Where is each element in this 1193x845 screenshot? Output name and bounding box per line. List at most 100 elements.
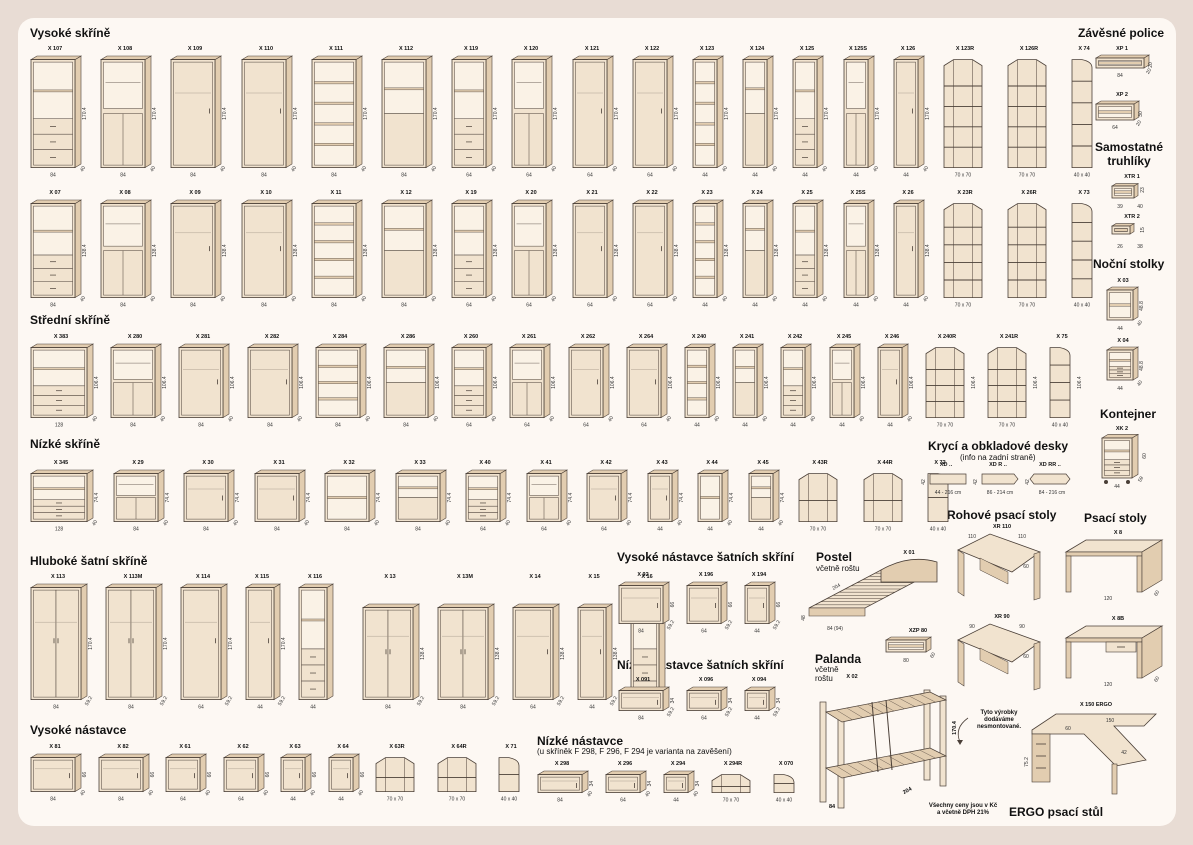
bunk-post [819, 701, 827, 803]
cabinet-top [451, 199, 494, 204]
item-width: 84 [50, 173, 56, 179]
item-width: 84 [638, 629, 644, 635]
item-height: 42 [921, 479, 927, 485]
item-height: 74.4 [94, 493, 100, 503]
item-width: 84 [344, 527, 350, 533]
item-width: 40 x 40 [776, 798, 793, 804]
item-code: X 112 [399, 46, 413, 52]
cabinet-side [853, 343, 860, 419]
item-code: X 25S [850, 190, 865, 196]
item-height: 74.4 [568, 493, 574, 503]
cabinet-side [660, 343, 668, 419]
item-code: XD RR .. [1039, 462, 1061, 468]
item-depth: 40 [228, 415, 236, 423]
item-height: 106.4 [716, 376, 722, 389]
cabinet-interior [896, 205, 916, 296]
item-height: 20 [1148, 62, 1154, 68]
cabinet-top [29, 583, 89, 588]
item-depth: 40 [490, 415, 498, 423]
item-code: X 14 [529, 574, 541, 580]
cabinet-top [451, 343, 494, 348]
item-height: 74.4 [376, 493, 382, 503]
item-code: X 8B [1112, 616, 1124, 622]
item-height: 106.4 [909, 376, 915, 389]
item-code: X 345 [54, 460, 68, 466]
cabinet-side [425, 199, 433, 299]
cabinet-side [273, 583, 281, 701]
cabinet-side [359, 343, 367, 419]
item-code: X 64R [451, 744, 466, 750]
item-code: X 41 [540, 460, 551, 466]
cabinet-interior [454, 349, 484, 416]
item-width: 84 [130, 423, 136, 429]
cabinet-interior [33, 205, 73, 296]
item-code: X 126 [901, 46, 915, 52]
item-depth: 59.2 [609, 695, 619, 707]
corner-unit-body [925, 347, 965, 418]
item-height: 106.4 [493, 376, 499, 389]
section-title-nizke-nastavce: Nízké nástavce [537, 734, 624, 748]
item-depth: 40 [79, 295, 87, 303]
cabinet-interior [468, 475, 498, 520]
item-width: 44 [752, 173, 758, 179]
ergo-width: 150 [1106, 718, 1115, 724]
cabinet-top [182, 469, 236, 474]
item-code: X 121 [584, 46, 598, 52]
cabinet-side [1132, 346, 1139, 381]
item-depth: 40 [360, 165, 368, 173]
bunk-ladder [871, 701, 879, 773]
cabinet-interior [283, 759, 303, 790]
item-width: 44 [338, 797, 344, 803]
item-width: 84 [403, 423, 409, 429]
cabinet-interior [243, 205, 284, 296]
item-height: 30 [1138, 111, 1144, 117]
item-code: X 094 [752, 677, 767, 683]
cabinet-side [901, 343, 909, 419]
cabinet-interior [1098, 106, 1132, 118]
desk-width: 120 [1104, 682, 1113, 688]
item-code: X 113M [124, 574, 143, 580]
cabinet-interior [115, 475, 156, 520]
item-width: 44 [903, 303, 909, 309]
item-width: 84 [274, 527, 280, 533]
wheel-icon [1126, 480, 1130, 484]
item-code: X 126R [1020, 46, 1038, 52]
cabinet-interior [515, 609, 551, 698]
cabinet-top [511, 603, 561, 608]
bunk-slat [919, 693, 936, 703]
cabinet-top [164, 753, 208, 758]
ergo-depth-2: 42 [1121, 750, 1127, 756]
cabinet-side [766, 55, 774, 169]
item-width: 44 [754, 716, 760, 722]
item-depth: 59.2 [556, 695, 566, 707]
item-depth: 40 [872, 295, 880, 303]
item-code: X 26 [902, 190, 913, 196]
cabinet-top [884, 636, 933, 641]
item-height: 138.4 [613, 647, 619, 660]
item-depth: 59 [1137, 475, 1145, 483]
item-code: XD .. [940, 462, 953, 468]
